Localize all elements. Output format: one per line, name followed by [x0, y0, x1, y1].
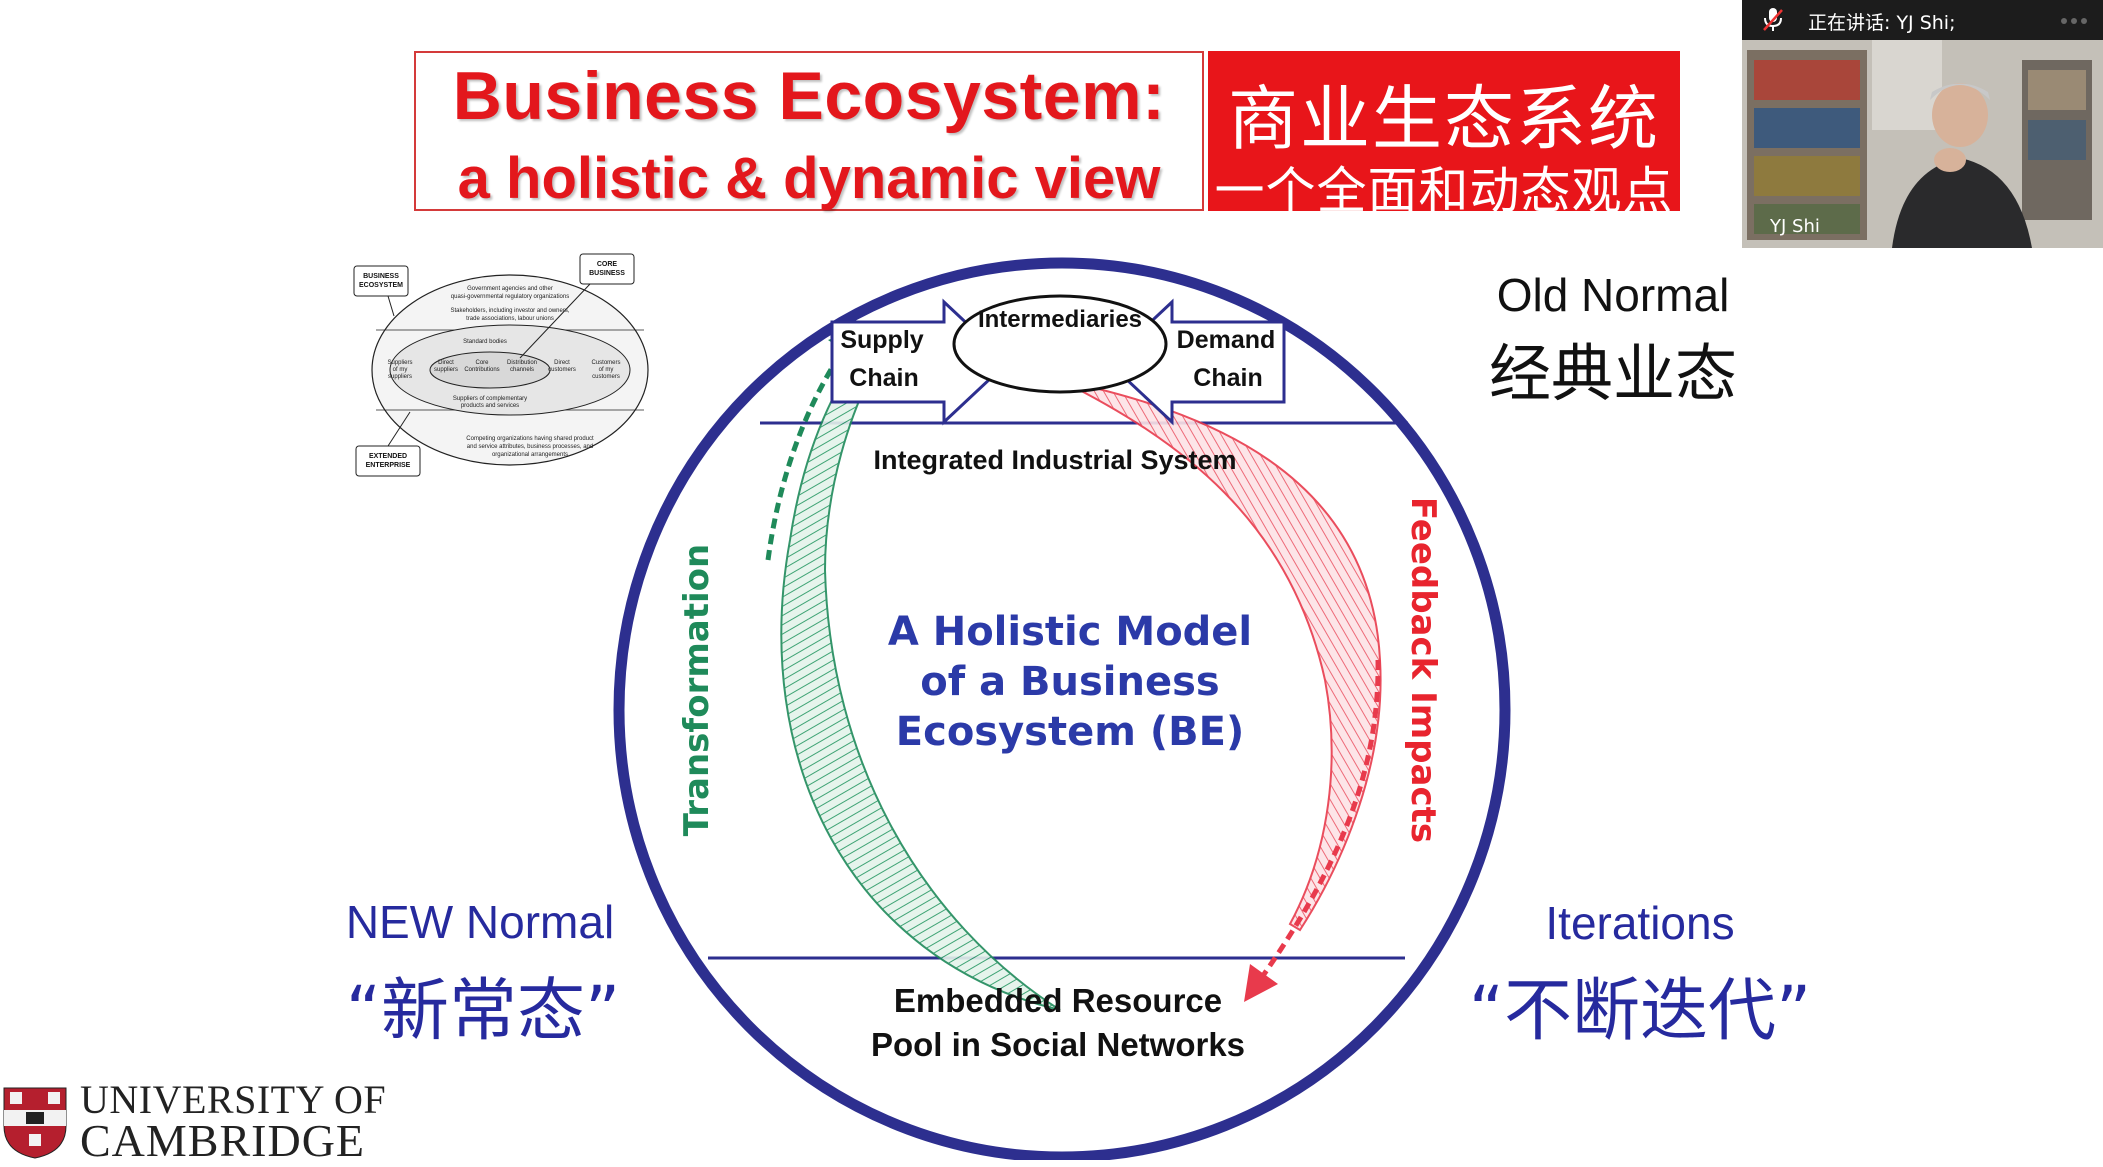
svg-text:Government agencies and other: Government agencies and other	[467, 286, 553, 292]
svg-text:products and services: products and services	[461, 403, 519, 409]
feedback-impacts-label: Feedback Impacts	[1403, 497, 1443, 843]
svg-text:Competing organizations having: Competing organizations having shared pr…	[466, 436, 594, 442]
svg-text:Distribution: Distribution	[507, 360, 537, 366]
svg-text:Direct: Direct	[438, 360, 454, 366]
svg-text:and service attributes, busine: and service attributes, business process…	[467, 444, 593, 450]
cambridge-shield-logo	[3, 1087, 67, 1159]
embedded-resource-label-2: Pool in Social Networks	[871, 1026, 1245, 1063]
title-english-box: Business Ecosystem: a holistic & dynamic…	[414, 51, 1204, 211]
svg-text:Suppliers of complementary: Suppliers of complementary	[453, 396, 527, 402]
svg-text:Standard bodies: Standard bodies	[463, 339, 507, 345]
embedded-resource-label-1: Embedded Resource	[894, 982, 1222, 1019]
svg-text:CORE: CORE	[597, 261, 618, 268]
svg-text:Suppliers: Suppliers	[387, 360, 412, 366]
svg-text:Core: Core	[475, 360, 489, 366]
svg-text:trade associations, labour uni: trade associations, labour unions	[466, 316, 554, 322]
participant-name: YJ Shi	[1770, 216, 1820, 237]
more-options-icon[interactable]	[2059, 14, 2089, 28]
supply-chain-label-2: Chain	[849, 364, 918, 392]
outer-ecosystem-circle	[613, 257, 1511, 1160]
intermediaries-label: Intermediaries	[978, 306, 1142, 333]
svg-text:suppliers: suppliers	[388, 374, 412, 380]
svg-text:customers: customers	[548, 367, 576, 373]
demand-chain-label-1: Demand	[1177, 326, 1276, 354]
microphone-icon	[1763, 8, 1783, 31]
center-title-2: of a Business	[920, 659, 1219, 705]
iterations-label: Iterations	[1545, 897, 1735, 949]
old-normal-cn-label: 经典业态	[1488, 337, 1737, 410]
svg-text:suppliers: suppliers	[434, 367, 458, 373]
mini-business-ecosystem-diagram: Government agencies and other quasi-gove…	[353, 253, 649, 477]
feedback-arrowhead	[1244, 964, 1278, 1002]
video-frame-image	[1742, 40, 2103, 248]
svg-text:Contributions: Contributions	[464, 367, 499, 373]
speaker-video-panel[interactable]: 正在讲话: YJ Shi; YJ Shi	[1742, 0, 2103, 248]
svg-text:customers: customers	[592, 374, 620, 380]
demand-chain-label-2: Chain	[1193, 364, 1262, 392]
svg-text:Customers: Customers	[591, 360, 620, 366]
svg-text:ECOSYSTEM: ECOSYSTEM	[359, 282, 403, 289]
integrated-system-label: Integrated Industrial System	[873, 445, 1236, 475]
svg-text:quasi-governmental regulatory: quasi-governmental regulatory organizati…	[451, 294, 569, 300]
svg-text:organizational arrangements: organizational arrangements	[492, 452, 568, 458]
feedback-arrow	[1059, 379, 1382, 932]
svg-text:ENTERPRISE: ENTERPRISE	[366, 462, 411, 469]
intermediaries-ellipse	[952, 294, 1168, 394]
iterations-cn-label: “不断迭代”	[1468, 972, 1812, 1051]
center-title-3: Ecosystem (BE)	[896, 709, 1244, 755]
title-cn-line-1: 商业生态系统	[1228, 78, 1660, 160]
supply-chain-label-1: Supply	[840, 326, 923, 354]
svg-text:BUSINESS: BUSINESS	[589, 270, 625, 277]
new-normal-label: NEW Normal	[345, 896, 615, 948]
transformation-label: Transformation	[677, 544, 717, 836]
svg-text:of my: of my	[599, 367, 614, 373]
svg-text:Stakeholders, including invest: Stakeholders, including investor and own…	[450, 308, 569, 314]
old-normal-label: Old Normal	[1496, 269, 1730, 321]
university-of-text: UNIVERSITY OF	[80, 1077, 387, 1122]
svg-text:channels: channels	[510, 367, 534, 373]
title-chinese-box: 商业生态系统 一个全面和动态观点	[1208, 51, 1680, 220]
speaking-label: 正在讲话: YJ Shi;	[1808, 12, 1956, 34]
speaker-video-feed	[1742, 40, 2103, 248]
new-normal-cn-label: “新常态”	[345, 972, 621, 1051]
svg-text:BUSINESS: BUSINESS	[363, 273, 399, 280]
title-cn-line-2: 一个全面和动态观点	[1214, 162, 1674, 220]
center-title-1: A Holistic Model	[888, 609, 1252, 655]
svg-text:Direct: Direct	[554, 360, 570, 366]
svg-text:of my: of my	[393, 367, 408, 373]
svg-text:EXTENDED: EXTENDED	[369, 453, 407, 460]
title-line-2: a holistic & dynamic view	[457, 146, 1161, 211]
title-line-1: Business Ecosystem:	[452, 58, 1166, 134]
speaker-status-bar: 正在讲话: YJ Shi;	[1742, 0, 2103, 40]
holistic-model-diagram: Supply Chain Intermediaries Demand Chain…	[613, 257, 1511, 1160]
cambridge-text: CAMBRIDGE	[80, 1115, 366, 1166]
